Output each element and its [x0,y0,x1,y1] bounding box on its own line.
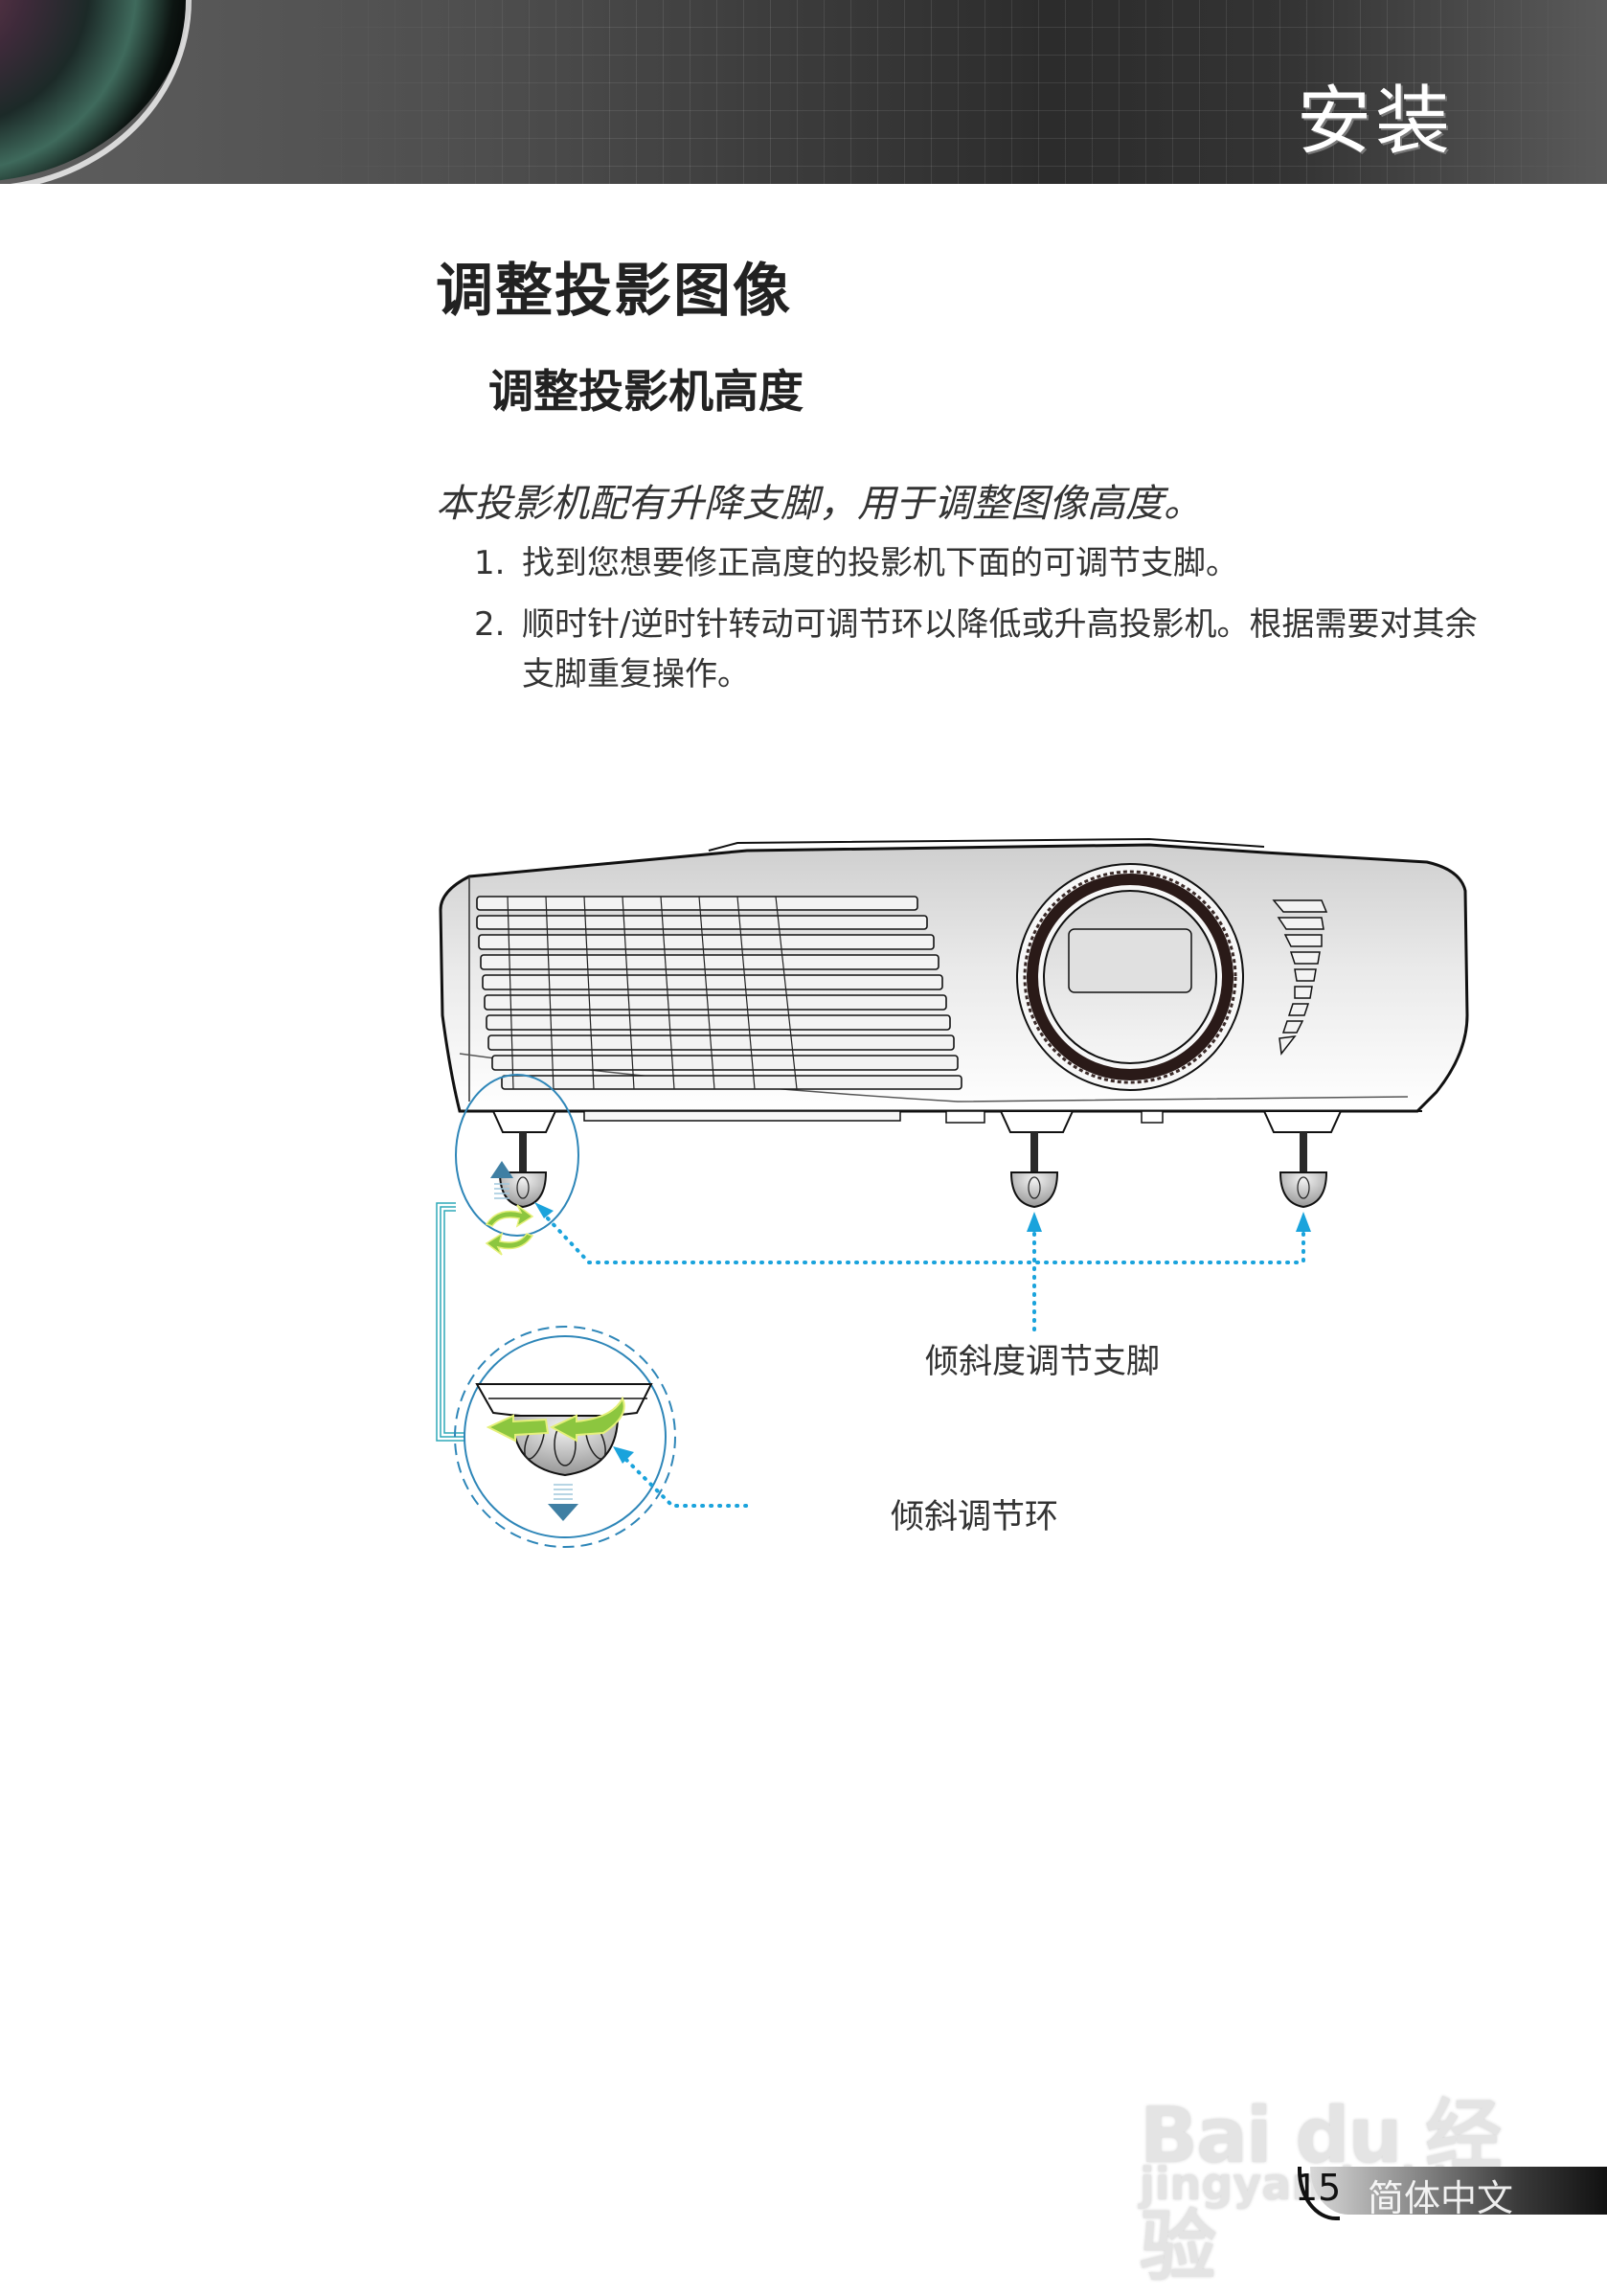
instruction-list: 1. 找到您想要修正高度的投影机下面的可调节支脚。 2. 顺时针/逆时针转动可调… [474,538,1508,711]
step-number: 2. [474,605,506,644]
tilt-foot-label: 倾斜度调节支脚 [925,1343,1161,1381]
down-arrow-icon [548,1504,578,1521]
chapter-header-banner: 安装 [0,0,1607,184]
footer-bar [1310,2167,1607,2215]
rotate-arrows-icon [485,1204,534,1256]
instruction-step: 2. 顺时针/逆时针转动可调节环以降低或升高投影机。根据需要对其余支脚重复操作。 [474,600,1508,699]
section-title: 调整投影图像 [436,258,792,325]
watermark-logo: Bai du 经验 [1140,2091,1502,2291]
zoomed-ring-callout [454,1326,749,1548]
lens-ring-decoration [0,0,192,184]
instruction-step: 1. 找到您想要修正高度的投影机下面的可调节支脚。 [474,538,1508,588]
intro-text: 本投影机配有升降支脚，用于调整图像高度。 [436,482,1202,526]
page-number: 15 [1295,2167,1342,2209]
step-text: 顺时针/逆时针转动可调节环以降低或升高投影机。根据需要对其余支脚重复操作。 [522,605,1478,693]
section-subtitle: 调整投影机高度 [488,366,804,419]
tilt-ring-label: 倾斜调节环 [891,1498,1059,1536]
chapter-title: 安装 [1296,79,1454,165]
up-arrow-icon [490,1161,513,1178]
projector-diagram [421,824,1494,1571]
step-text: 找到您想要修正高度的投影机下面的可调节支脚。 [522,544,1238,582]
grid-pattern [287,0,1607,184]
language-label: 简体中文 [1368,2177,1514,2219]
projector-illustration-icon [436,837,1469,1548]
step-number: 1. [474,544,506,582]
